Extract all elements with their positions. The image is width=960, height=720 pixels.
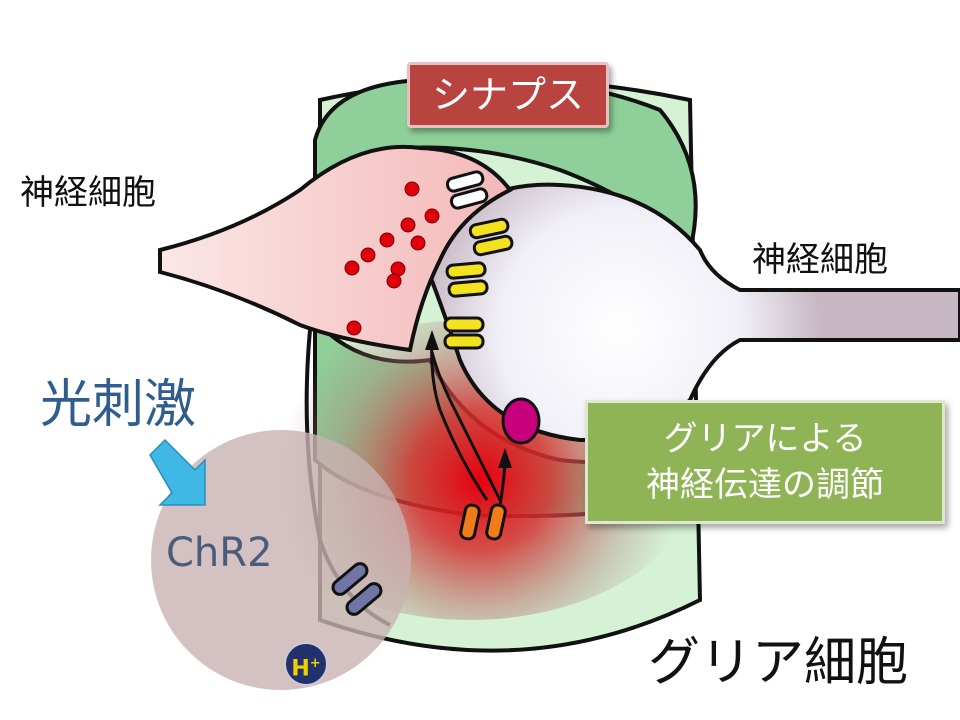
glia-regulation-line1: グリアによる bbox=[663, 419, 867, 459]
glia-regulation-line2: 神経伝達の調節 bbox=[646, 465, 884, 505]
neuron-label-left: 神経細胞 bbox=[20, 173, 156, 213]
synapse-label: シナプス bbox=[407, 62, 609, 128]
vesicle bbox=[379, 232, 395, 248]
vesicles bbox=[344, 181, 440, 336]
light-arrow-icon bbox=[149, 438, 206, 506]
chr2-expression-area bbox=[151, 430, 411, 690]
postsynaptic-neuron bbox=[417, 182, 960, 443]
proton-symbol: H bbox=[291, 656, 310, 682]
glial-cell-label: グリア細胞 bbox=[648, 633, 909, 693]
postsynaptic-receptors bbox=[443, 217, 514, 350]
vesicle bbox=[404, 181, 420, 197]
arrow-head bbox=[498, 448, 512, 468]
vesicle bbox=[386, 273, 402, 289]
vesicle bbox=[410, 235, 426, 251]
vesicle bbox=[344, 260, 360, 276]
proton-badge: H+ bbox=[284, 642, 328, 686]
glia-regulation-box: グリアによる 神経伝達の調節 bbox=[585, 400, 945, 524]
glial-channel bbox=[459, 503, 507, 541]
gliotransmitter-vesicle bbox=[501, 397, 541, 445]
presynaptic-receptor bbox=[445, 170, 489, 210]
presynaptic-terminal bbox=[158, 144, 514, 353]
vesicle bbox=[400, 217, 416, 233]
vesicle bbox=[424, 208, 440, 224]
vesicle bbox=[346, 320, 362, 336]
chr2-label: ChR2 bbox=[166, 530, 273, 576]
neuron-label-right: 神経細胞 bbox=[752, 240, 888, 280]
proton-charge: + bbox=[309, 656, 321, 671]
arrow-head bbox=[425, 330, 439, 350]
vesicle bbox=[360, 247, 376, 263]
chr2-channel bbox=[331, 562, 383, 616]
light-stimulation-label: 光刺激 bbox=[40, 375, 197, 435]
